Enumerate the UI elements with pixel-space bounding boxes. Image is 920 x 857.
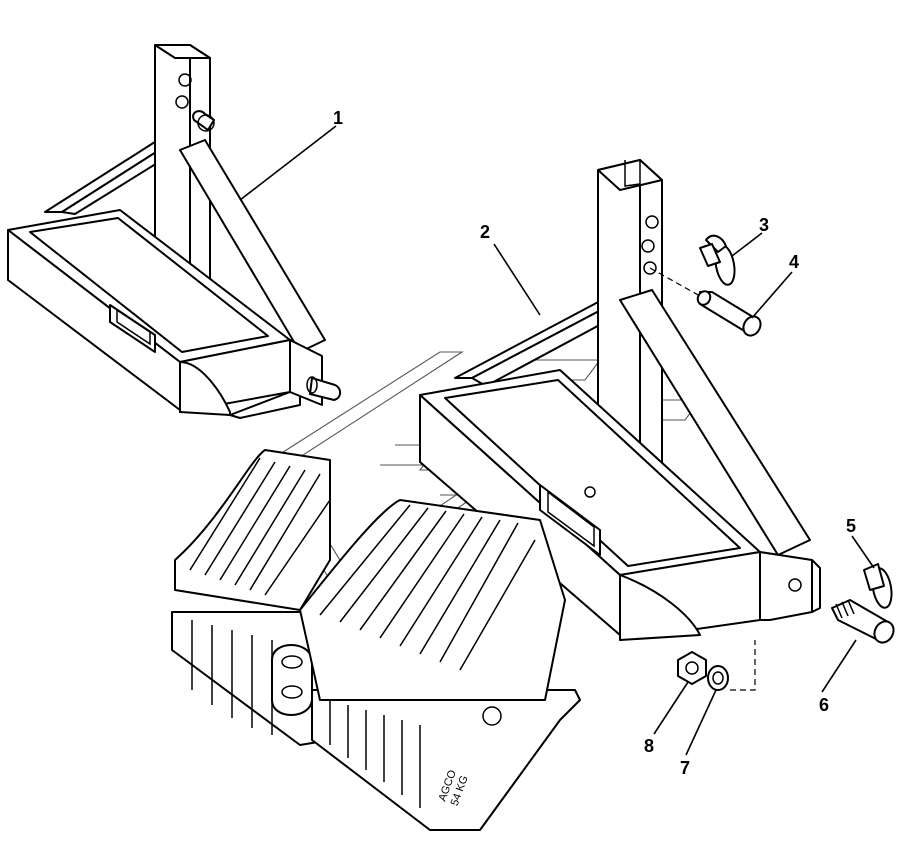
callout-3: 3 (759, 215, 769, 235)
callout-5: 5 (846, 516, 856, 536)
ballast-frame-left (7, 44, 342, 419)
washer (707, 665, 729, 691)
lynch-pin-upper (699, 234, 736, 286)
nut (677, 651, 707, 685)
callout-6: 6 (819, 695, 829, 715)
callout-labels: 1 2 3 4 5 6 7 8 (333, 108, 856, 778)
threaded-pin (831, 599, 895, 644)
callout-4: 4 (789, 252, 799, 272)
lynch-pin-lower (863, 563, 893, 609)
callout-1: 1 (333, 108, 343, 128)
assembly-line (730, 640, 756, 691)
callout-7: 7 (680, 758, 690, 778)
leader-lines (239, 125, 875, 756)
weight-stack: AGCO 54 KG (171, 449, 581, 831)
callout-2: 2 (480, 222, 490, 242)
callout-8: 8 (644, 736, 654, 756)
ballast-frame-right (419, 159, 821, 641)
pin-upper (696, 290, 762, 337)
